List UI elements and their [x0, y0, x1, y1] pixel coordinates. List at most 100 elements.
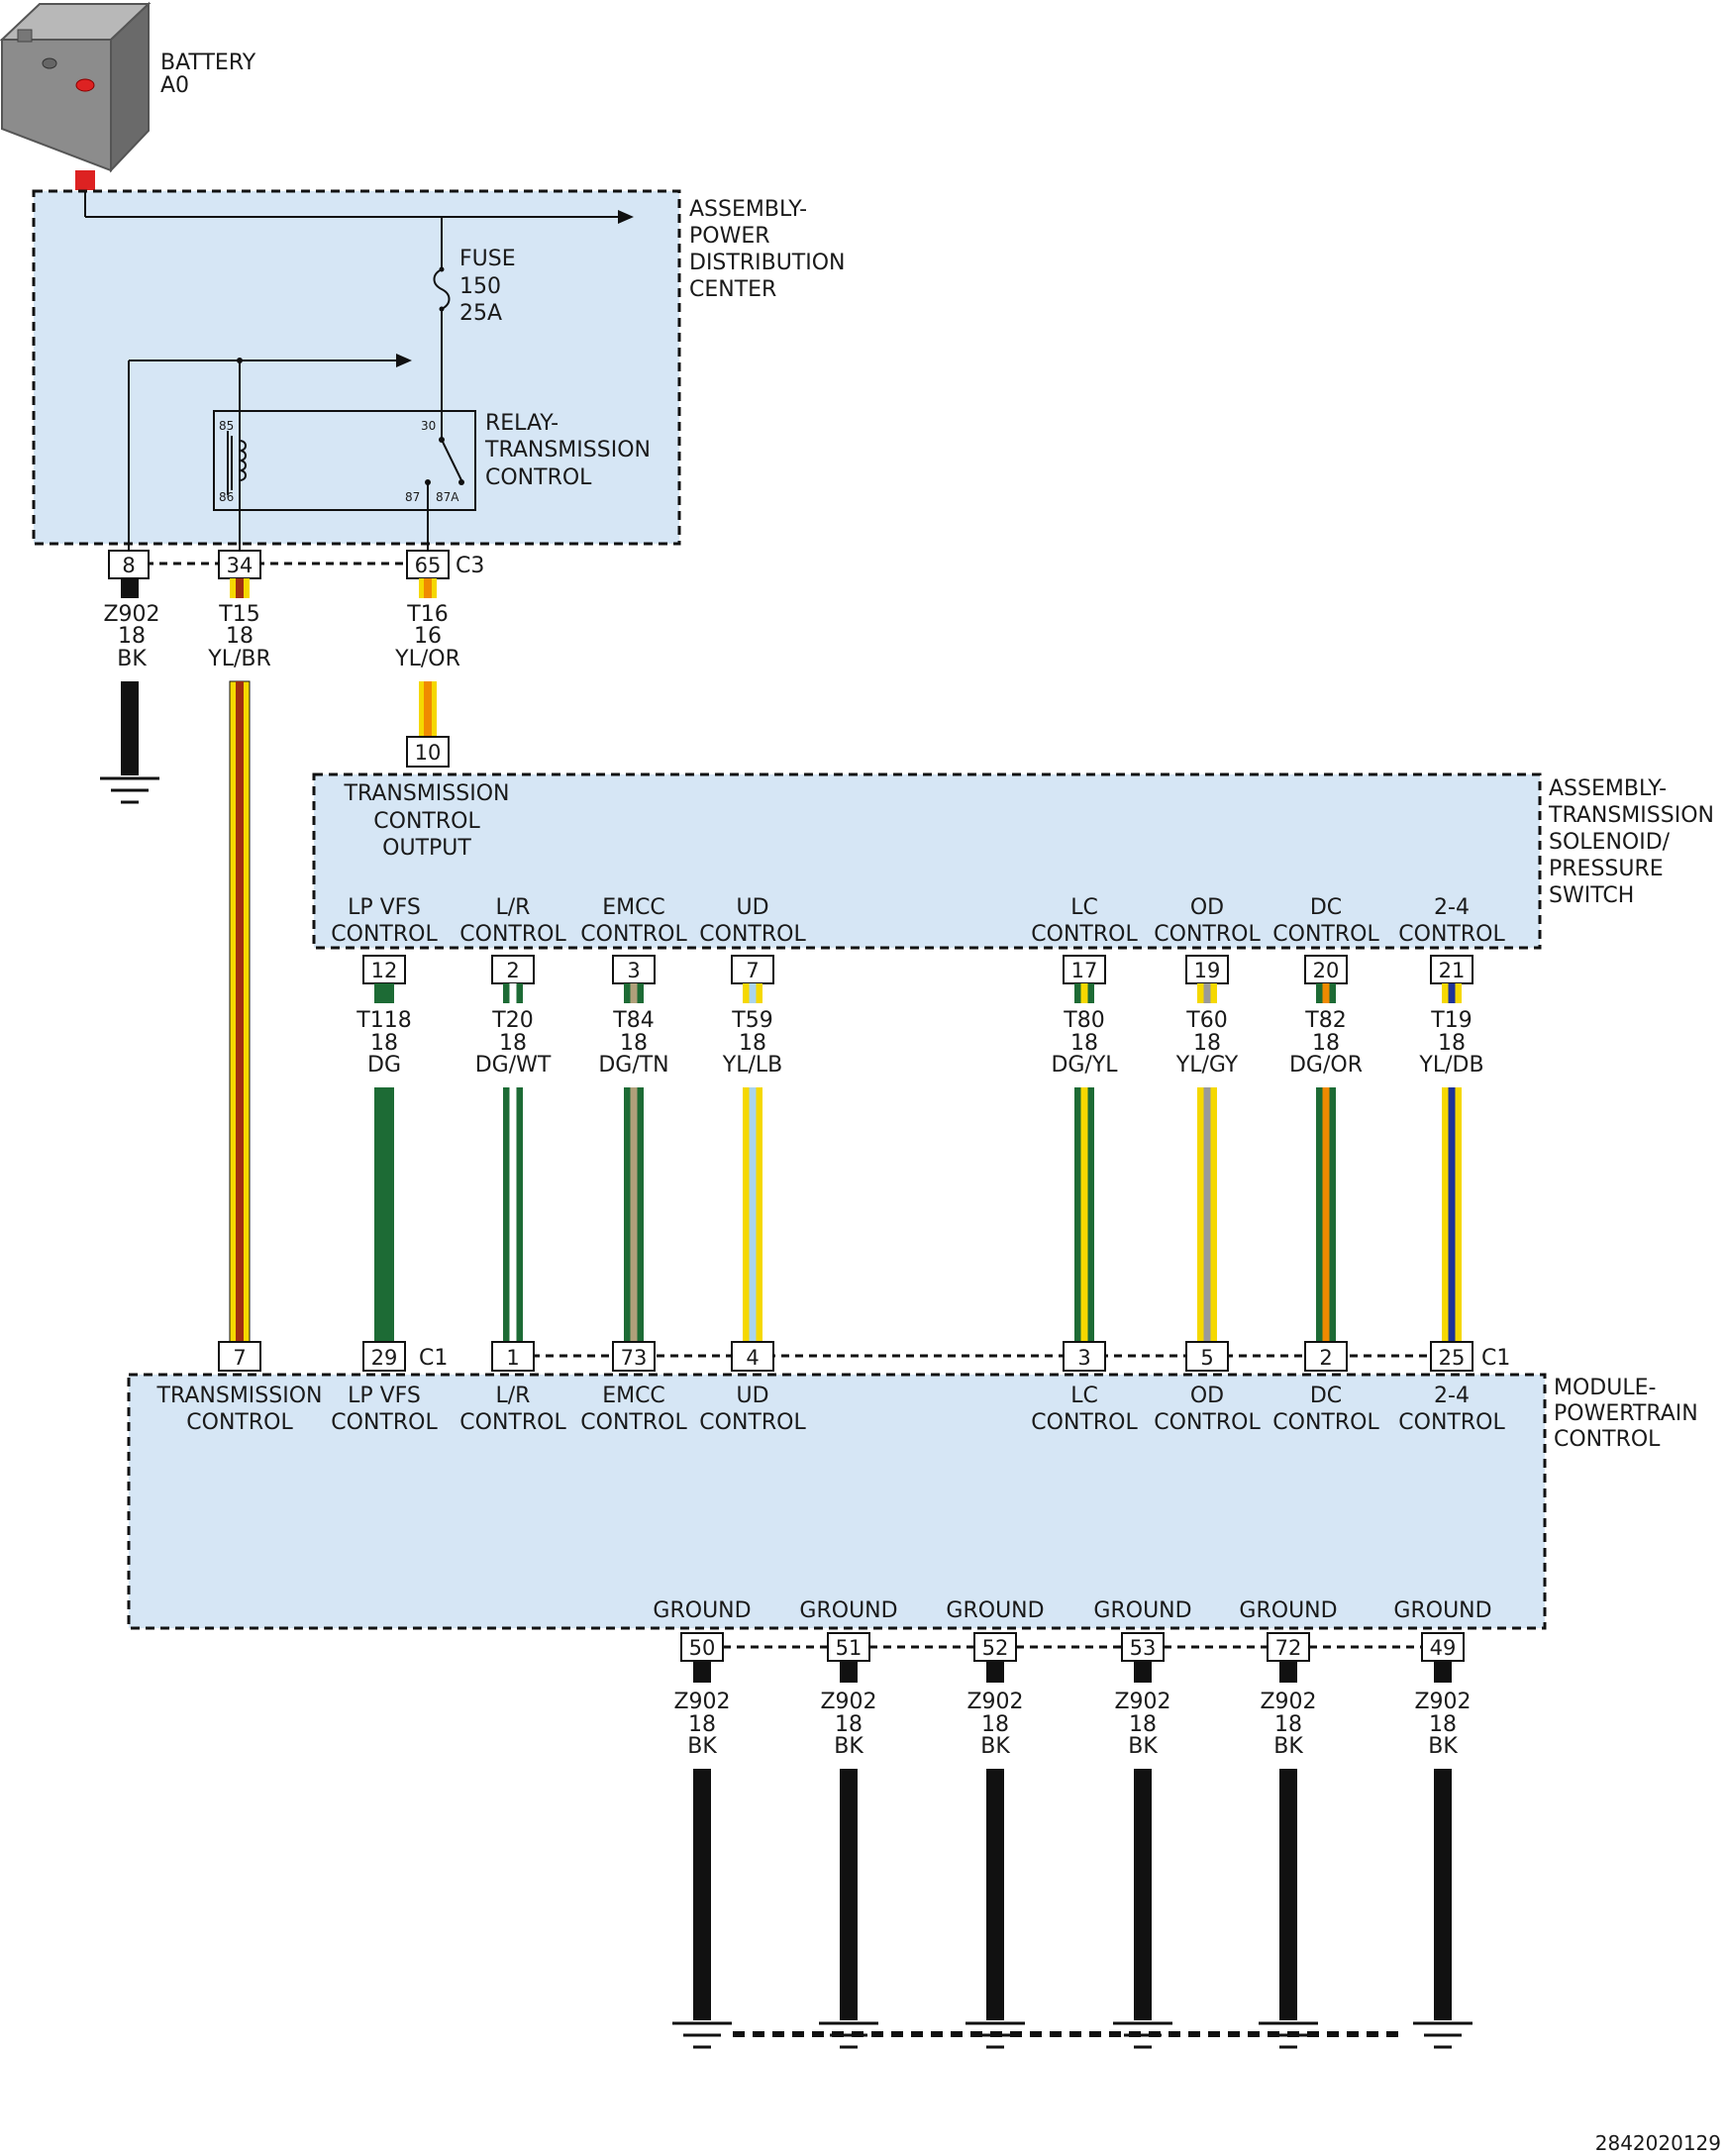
- pcm-pin-number: 2: [1319, 1346, 1332, 1370]
- pcm-pin-number: 5: [1200, 1346, 1213, 1370]
- ground-wire-circuit: Z902: [1114, 1690, 1170, 1714]
- solenoid-box: [312, 772, 1542, 950]
- c1-connector-label-left: C1: [419, 1346, 448, 1371]
- pcm-pin-number: 73: [621, 1346, 648, 1370]
- c3-connector-label: C3: [456, 554, 484, 578]
- wire-gauge: 18: [499, 1031, 527, 1056]
- wire-color-code: DG/OR: [1289, 1053, 1363, 1078]
- pcm-ground-pin-number: 50: [689, 1636, 716, 1660]
- svg-text:65: 65: [415, 554, 442, 577]
- wire-gauge: 18: [1438, 1031, 1466, 1056]
- wire-t16-body-stripe: [424, 681, 432, 737]
- wire-color-code: DG/YL: [1051, 1053, 1118, 1078]
- ground-wire-gauge: 18: [1129, 1712, 1157, 1737]
- ground-wire-stub: [1434, 1661, 1452, 1683]
- wire-stripe: [509, 983, 517, 1003]
- solenoid-label-1: ASSEMBLY-: [1549, 776, 1667, 801]
- wire-gauge: 18: [1070, 1031, 1098, 1056]
- solenoid-circuit-sub: CONTROL: [1154, 922, 1261, 947]
- pcm-circuit-name: 2-4: [1434, 1384, 1470, 1408]
- ground-wire-stub: [693, 1661, 711, 1683]
- wire-circuit-id: T60: [1185, 1008, 1227, 1033]
- wire-circuit-id: T84: [612, 1008, 654, 1033]
- solenoid-pin-box: [731, 955, 774, 984]
- ground-symbol-icon: [819, 2021, 878, 2049]
- fuse-label: FUSE: [459, 247, 516, 271]
- wire-z902-color: BK: [117, 647, 147, 671]
- pcm-circuit-sub: CONTROL: [1398, 1410, 1505, 1435]
- pcm-pin-box: [362, 1341, 406, 1372]
- wire-z902-circuit: Z902: [103, 602, 159, 627]
- ground-wire-color: BK: [687, 1734, 717, 1759]
- pcm-circuit-sub: CONTROL: [1154, 1410, 1261, 1435]
- solenoid-pin-number: 19: [1194, 959, 1221, 982]
- pcm-circuit-sub: CONTROL: [1031, 1410, 1138, 1435]
- wire-stripe: [1080, 983, 1088, 1003]
- pcm-pin-box: [1063, 1341, 1106, 1372]
- pdc-label-1: ASSEMBLY-: [689, 197, 807, 222]
- solenoid-pin-number: 12: [371, 959, 398, 982]
- pcm-circuit-sub: CONTROL: [459, 1410, 566, 1435]
- ground-wire-stub: [1279, 1661, 1297, 1683]
- ground-wire-stub: [1134, 1661, 1152, 1683]
- pcm-ground-pin-box: [1121, 1632, 1165, 1662]
- relay-pin-30: 30: [421, 419, 436, 433]
- ground-symbol-icon: [100, 776, 159, 804]
- pcm-ground-pin-number: 52: [982, 1636, 1009, 1660]
- pcm-pin-box: [1185, 1341, 1229, 1372]
- solenoid-circuit-sub: CONTROL: [459, 922, 566, 947]
- pdc-label-4: CENTER: [689, 277, 776, 302]
- solenoid-output-label-2: CONTROL: [373, 809, 480, 834]
- fuse-rating: 25A: [459, 301, 502, 326]
- solenoid-pin-box: [491, 955, 535, 984]
- ground-symbol-icon: [1113, 2021, 1172, 2049]
- ground-wire-stub: [840, 1661, 858, 1683]
- c3-pin-65: 65: [406, 550, 450, 579]
- wire-t15-color: YL/BR: [207, 647, 271, 671]
- wire-segment: [374, 983, 394, 1003]
- ground-wire-body: [693, 1769, 711, 2020]
- c3-pin-8: 8: [108, 550, 150, 579]
- pcm-ground-label: GROUND: [1093, 1598, 1191, 1623]
- ground-wire-gauge: 18: [1429, 1712, 1457, 1737]
- fuse-icon: [433, 217, 451, 426]
- battery-feed: [84, 190, 624, 218]
- ground-wire-circuit: Z902: [820, 1690, 876, 1714]
- pcm-ground-label: GROUND: [799, 1598, 897, 1623]
- wire-stripe: [1322, 1087, 1330, 1341]
- wire-color-code: YL/GY: [1175, 1053, 1239, 1078]
- solenoid-output-label-1: TRANSMISSION: [344, 781, 510, 806]
- wire-z902-stub: [121, 578, 139, 598]
- c3-pin-34: 34: [218, 550, 261, 579]
- solenoid-circuit-sub: CONTROL: [1272, 922, 1379, 947]
- wire-circuit-id: T19: [1430, 1008, 1472, 1033]
- solenoid-circuit-name: OD: [1190, 895, 1224, 920]
- solenoid-label-5: SWITCH: [1549, 883, 1634, 908]
- wire-stripe: [630, 1087, 638, 1341]
- solenoid-pin-number: 20: [1313, 959, 1340, 982]
- solenoid-output-pin: 10: [406, 736, 450, 768]
- solenoid-circuit-name: UD: [736, 895, 768, 920]
- ground-wire-color: BK: [980, 1734, 1010, 1759]
- relay-label-1: RELAY-: [485, 411, 559, 436]
- ground-wire-body: [840, 1769, 858, 2020]
- wire-gauge: 18: [620, 1031, 648, 1056]
- ground-wire-circuit: Z902: [673, 1690, 730, 1714]
- wire-color-code: DG/TN: [598, 1053, 668, 1078]
- pcm-box: [127, 1373, 1547, 1630]
- fuse-node: [439, 266, 445, 272]
- relay-pin-87a: 87A: [436, 490, 459, 504]
- solenoid-label-3: SOLENOID/: [1549, 830, 1671, 855]
- pcm-pin-number: 1: [506, 1346, 519, 1370]
- ground-wire-circuit: Z902: [966, 1690, 1023, 1714]
- svg-text:10: 10: [415, 741, 442, 765]
- pdc-internal-wiring: [128, 359, 400, 555]
